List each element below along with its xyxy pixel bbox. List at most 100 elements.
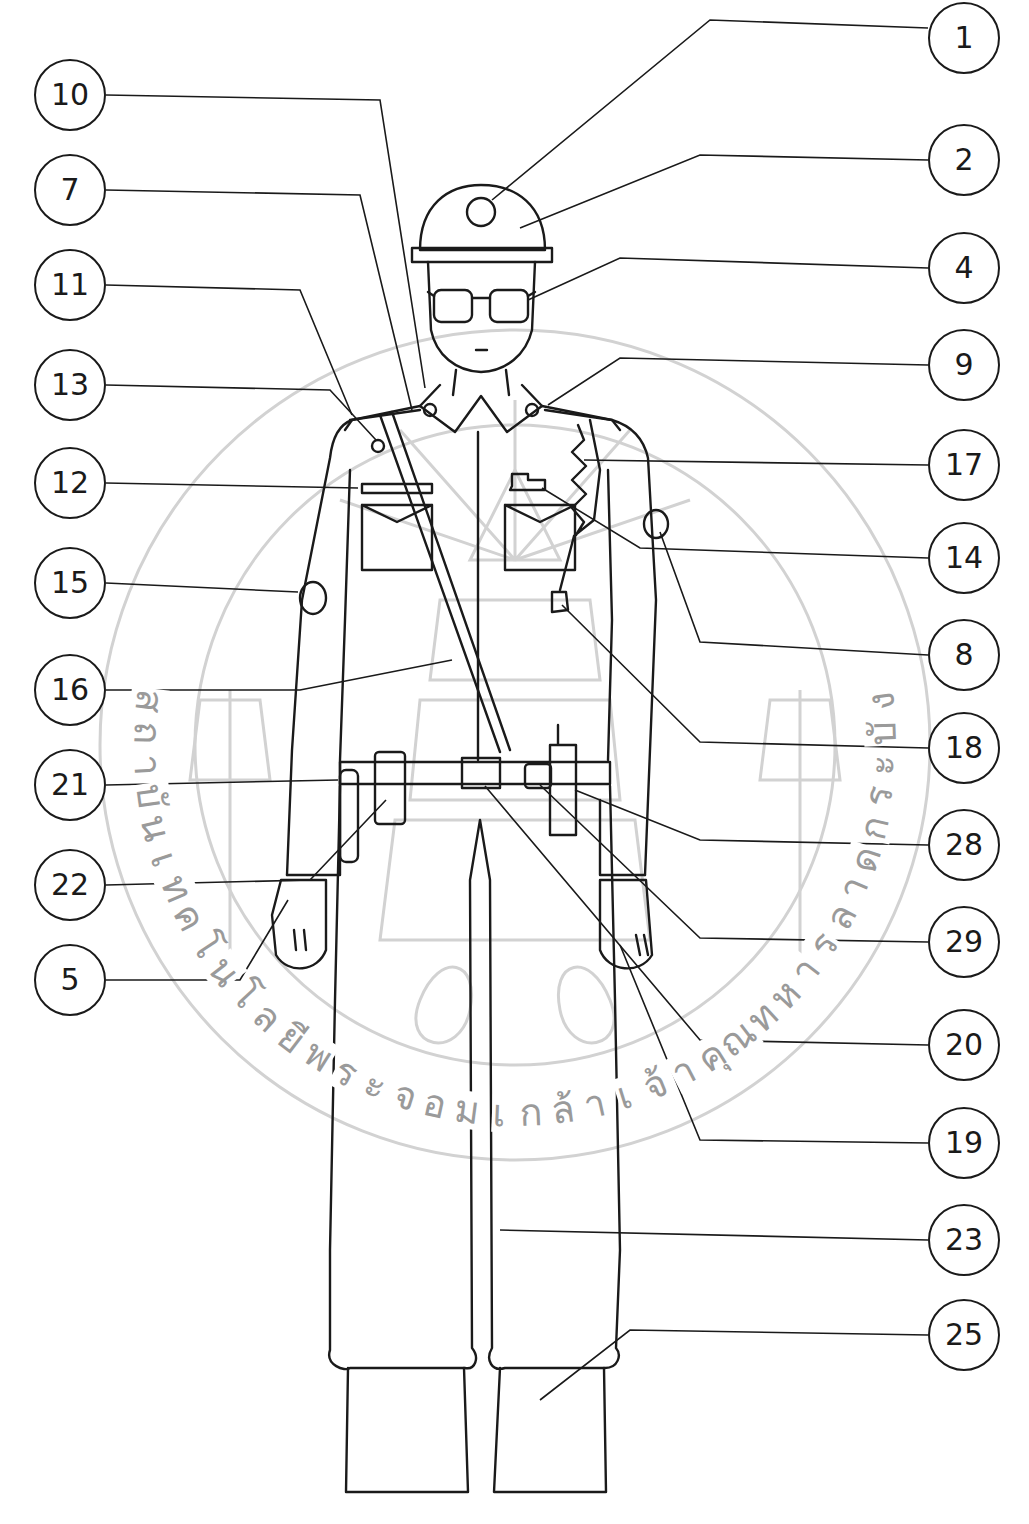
callout-number: 13 bbox=[51, 370, 89, 400]
face bbox=[428, 262, 535, 372]
right-glove bbox=[600, 880, 652, 968]
callout-circle: 14 bbox=[928, 522, 1000, 594]
callout-number: 9 bbox=[954, 350, 973, 380]
callout-circle: 15 bbox=[34, 547, 106, 619]
seal-ring bbox=[100, 330, 930, 1160]
watermark-glyph: เ bbox=[491, 1093, 508, 1132]
watermark-glyph: ส bbox=[129, 686, 170, 715]
leader-line bbox=[485, 786, 928, 1045]
watermark-glyph: า bbox=[832, 870, 876, 906]
watermark-glyph: พ bbox=[297, 1033, 340, 1080]
watermark-glyph: ห bbox=[762, 972, 808, 1018]
callout-number: 25 bbox=[945, 1320, 983, 1350]
callout-circle: 22 bbox=[34, 849, 106, 921]
helmet-badge bbox=[467, 198, 495, 226]
watermark-glyph: ณ bbox=[712, 1012, 764, 1065]
right-arm-inner bbox=[600, 470, 645, 875]
callout-circle: 10 bbox=[34, 59, 106, 131]
callout-circle: 29 bbox=[928, 906, 1000, 978]
leader-line bbox=[528, 258, 928, 300]
leader-line bbox=[620, 945, 928, 1143]
watermark-glyph: ง bbox=[860, 688, 900, 713]
callout-circle: 17 bbox=[928, 429, 1000, 501]
callout-circle: 4 bbox=[928, 232, 1000, 304]
watermark-glyph: ล bbox=[818, 897, 863, 937]
callout-number: 12 bbox=[51, 468, 89, 498]
callout-number: 17 bbox=[945, 450, 983, 480]
callout-number: 15 bbox=[51, 568, 89, 598]
watermark-glyph: ม bbox=[451, 1089, 483, 1130]
watermark-glyph: ร bbox=[802, 925, 846, 964]
watermark-glyph: า bbox=[665, 1050, 703, 1094]
watermark-glyph: บั bbox=[863, 719, 902, 746]
radio-holder bbox=[525, 764, 551, 788]
watermark-glyph: ด bbox=[843, 840, 887, 877]
leader-line bbox=[575, 790, 928, 845]
neck bbox=[453, 370, 509, 395]
watermark-glyph: ยี bbox=[271, 1016, 313, 1061]
watermark-glyph: เ bbox=[145, 846, 186, 872]
watermark-glyph: า bbox=[784, 950, 828, 991]
arm-patch bbox=[300, 582, 326, 614]
watermark-glyph: โ bbox=[224, 974, 267, 1016]
watermark-glyph: โ bbox=[184, 925, 228, 964]
glasses-lens bbox=[490, 290, 528, 322]
leader-line bbox=[520, 155, 928, 228]
collar-insignia bbox=[526, 404, 538, 416]
callout-number: 8 bbox=[954, 640, 973, 670]
leader-line bbox=[106, 483, 358, 488]
callout-number: 16 bbox=[51, 675, 89, 705]
guard-figure bbox=[272, 185, 668, 1492]
watermark-glyph: ก bbox=[518, 1093, 545, 1132]
callout-number: 7 bbox=[60, 175, 79, 205]
callout-circle: 11 bbox=[34, 249, 106, 321]
shirt-placket bbox=[477, 432, 479, 760]
left-sleeve bbox=[287, 406, 420, 875]
callout-circle: 13 bbox=[34, 349, 106, 421]
watermark-glyph: จ้ bbox=[637, 1063, 674, 1107]
watermark-glyph: คุ bbox=[690, 1033, 733, 1080]
watermark-glyph: อ bbox=[420, 1083, 453, 1125]
callout-circle: 8 bbox=[928, 619, 1000, 691]
callout-circle: 9 bbox=[928, 329, 1000, 401]
callout-number: 29 bbox=[945, 927, 983, 957]
glasses-lens bbox=[434, 290, 472, 322]
watermark-glyph: ล้ bbox=[548, 1089, 578, 1130]
leader-line bbox=[106, 95, 425, 388]
watermark-glyph: ก bbox=[852, 811, 895, 844]
arm-patch bbox=[644, 510, 668, 538]
helmet bbox=[420, 185, 545, 250]
watermark-glyph: ล bbox=[246, 995, 290, 1040]
leader-line bbox=[548, 358, 928, 405]
trousers bbox=[329, 786, 620, 1369]
leader-line bbox=[106, 190, 412, 410]
right-sleeve bbox=[542, 406, 656, 875]
callout-number: 28 bbox=[945, 830, 983, 860]
whistle bbox=[552, 592, 568, 612]
callout-circle: 2 bbox=[928, 124, 1000, 196]
helmet-brim bbox=[412, 248, 552, 262]
leader-line bbox=[542, 488, 928, 558]
watermark-glyph: เ bbox=[612, 1076, 638, 1117]
leader-line bbox=[562, 605, 928, 748]
leader-line bbox=[492, 20, 928, 200]
leader-line bbox=[106, 660, 452, 690]
chest-badge bbox=[372, 440, 384, 452]
callout-number: 14 bbox=[945, 543, 983, 573]
seal-watermark bbox=[100, 330, 930, 1160]
watermark-glyph: ถ bbox=[128, 720, 167, 746]
leader-line bbox=[106, 385, 376, 440]
watermark-glyph: ะ bbox=[863, 753, 902, 777]
boots bbox=[346, 1368, 606, 1492]
watermark-glyph: ร bbox=[859, 783, 900, 810]
glasses-frame bbox=[428, 292, 535, 350]
callout-number: 22 bbox=[51, 870, 89, 900]
watermark-glyph: จ bbox=[388, 1074, 422, 1117]
leader-line bbox=[106, 900, 288, 980]
watermark-glyph: า bbox=[128, 752, 167, 777]
collar bbox=[420, 385, 542, 432]
callout-circle: 28 bbox=[928, 809, 1000, 881]
watermark-glyph: ท bbox=[740, 994, 786, 1040]
